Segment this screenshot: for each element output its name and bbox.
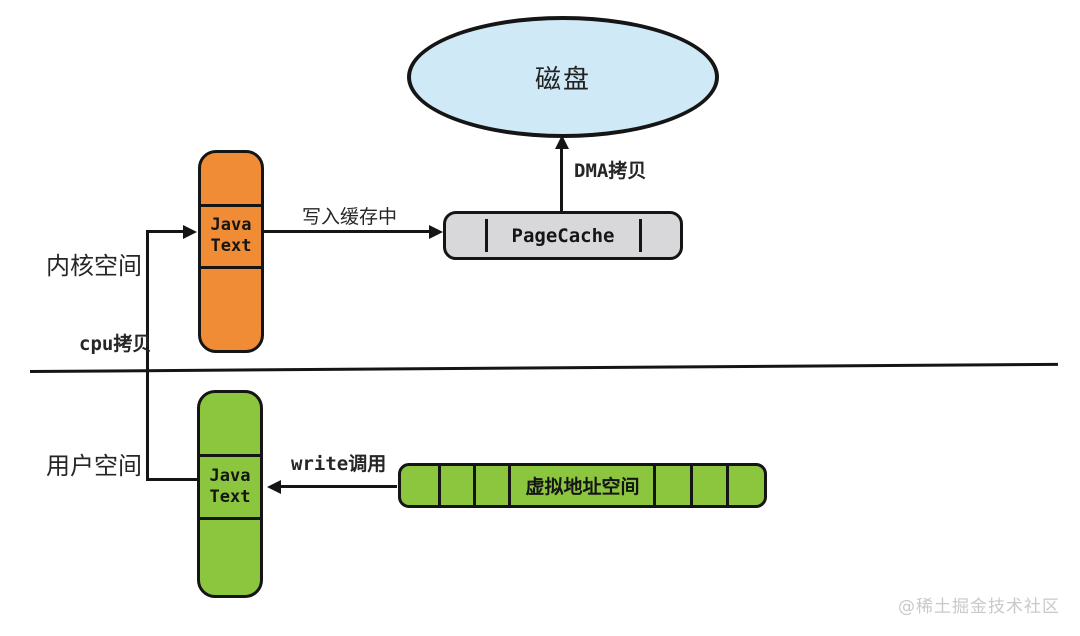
disk-node: 磁盘 (407, 16, 719, 138)
segment-divider (199, 517, 261, 520)
kernel-space-label: 内核空间 (46, 252, 142, 280)
vbar-divider (690, 465, 693, 506)
space-divider-line (29, 362, 1058, 373)
dma-copy-arrow-line (560, 148, 563, 212)
segment-divider (199, 454, 261, 457)
virtual-address-space-label: 虚拟地址空间 (525, 476, 640, 498)
pagecache-label: PageCache (511, 224, 615, 247)
write-call-arrow-line (280, 485, 397, 488)
disk-label: 磁盘 (534, 64, 591, 95)
write-call-label: write调用 (291, 453, 387, 475)
dma-copy-arrowhead-icon (555, 135, 569, 149)
cpu-copy-line-horizontal (146, 478, 198, 481)
vbar-divider (438, 465, 441, 506)
write-to-cache-arrow-line (263, 230, 431, 233)
pagecache-divider (485, 219, 488, 252)
cpu-copy-arrow-line (147, 230, 185, 233)
write-call-arrowhead-icon (267, 480, 281, 494)
virtual-address-space-node: 虚拟地址空间 (398, 463, 767, 508)
write-to-cache-label: 写入缓存中 (302, 206, 398, 228)
cpu-copy-line-vertical (146, 230, 149, 481)
pagecache-node: PageCache (443, 211, 683, 260)
kernel-java-text-label: Java Text (210, 215, 252, 256)
user-java-text-label: Java Text (209, 465, 251, 507)
segment-divider (200, 204, 262, 207)
vbar-divider (653, 465, 656, 506)
segment-divider (200, 266, 262, 269)
user-java-text-node: Java Text (197, 390, 263, 598)
user-space-label: 用户空间 (46, 452, 142, 480)
vbar-divider (726, 465, 729, 506)
vbar-divider (473, 465, 476, 506)
write-to-cache-arrowhead-icon (429, 225, 443, 239)
watermark: @稀土掘金技术社区 (898, 597, 1060, 617)
vbar-divider (508, 465, 511, 506)
pagecache-divider (639, 219, 642, 252)
cpu-copy-arrowhead-icon (183, 225, 197, 239)
kernel-java-text-node: Java Text (198, 150, 264, 353)
cpu-copy-label: cpu拷贝 (79, 333, 152, 355)
dma-copy-label: DMA拷贝 (574, 160, 647, 182)
